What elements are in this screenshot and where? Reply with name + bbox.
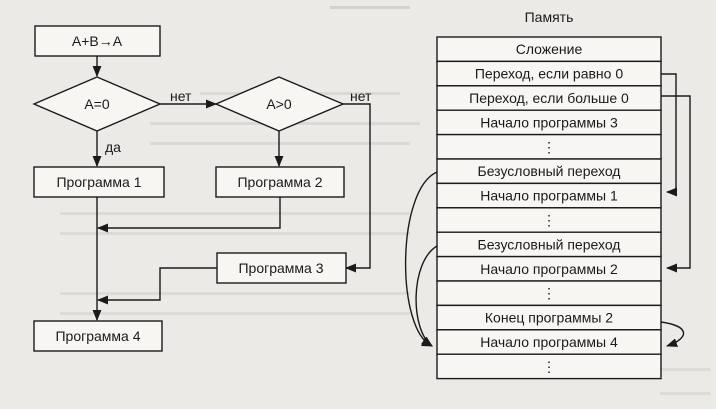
jump-equal-zero-arrow [661, 73, 678, 197]
unconditional-jump-1-arrow [404, 171, 438, 347]
no-label-1: нет [170, 88, 192, 104]
flowchart: A+B→A A=0 нет A>0 да нет Программа 1 Про… [32, 25, 372, 352]
memory-cell-label: Начало программы 2 [480, 261, 618, 277]
memory-cell-label: ⋮ [542, 285, 556, 301]
memory-cell [436, 353, 662, 380]
memory-title: Память [525, 9, 574, 25]
program3-label: Программа 3 [238, 260, 323, 276]
arrow-decision2-to-program3 [343, 103, 371, 273]
memory-cell [436, 60, 662, 87]
end-program2-arrow [660, 321, 685, 347]
memory-cell [436, 182, 662, 209]
decision2-label: A>0 [266, 96, 292, 112]
unconditional-jump-2-arrow [415, 245, 438, 347]
program1-box [33, 166, 165, 198]
program3-box [216, 252, 347, 284]
memory-cell-label: Безусловный переход [478, 163, 621, 179]
memory-cell [436, 255, 662, 282]
memory-cell-label: Начало программы 4 [480, 334, 618, 350]
no-label-2: нет [350, 88, 372, 104]
start-label: A+B→A [72, 33, 123, 49]
arrow-program2-to-join [96, 197, 281, 233]
yes-label: да [105, 139, 121, 155]
start-box [34, 25, 161, 57]
memory-cell [436, 133, 662, 160]
memory-cell-label: ⋮ [542, 212, 556, 228]
program1-label: Программа 1 [56, 174, 141, 190]
memory-cell [436, 109, 662, 136]
jump-greater-zero-arrow [661, 95, 691, 273]
decision1-label: A=0 [84, 96, 110, 112]
program4-box [33, 320, 163, 352]
program2-label: Программа 2 [237, 174, 322, 190]
memory-cell-label: ⋮ [542, 358, 556, 374]
memory-cell [436, 85, 662, 111]
memory-cell-label: ⋮ [542, 139, 556, 155]
memory-cell-label: Конец программы 2 [485, 310, 613, 326]
arrow-program3-to-join [96, 267, 217, 305]
memory-cell [436, 36, 662, 63]
memory-cell [436, 158, 662, 185]
memory-cell-label: Безусловный переход [478, 236, 621, 252]
memory-cell-label: Начало программы 3 [480, 114, 618, 130]
memory-cell-label: Начало программы 1 [480, 188, 618, 204]
memory-cell-label: Сложение [516, 41, 583, 57]
memory-cell-label: Переход, если равно 0 [475, 66, 623, 82]
memory-cell [436, 280, 662, 307]
memory-cell-label: Переход, если больше 0 [469, 90, 629, 106]
program4-label: Программа 4 [55, 328, 140, 344]
